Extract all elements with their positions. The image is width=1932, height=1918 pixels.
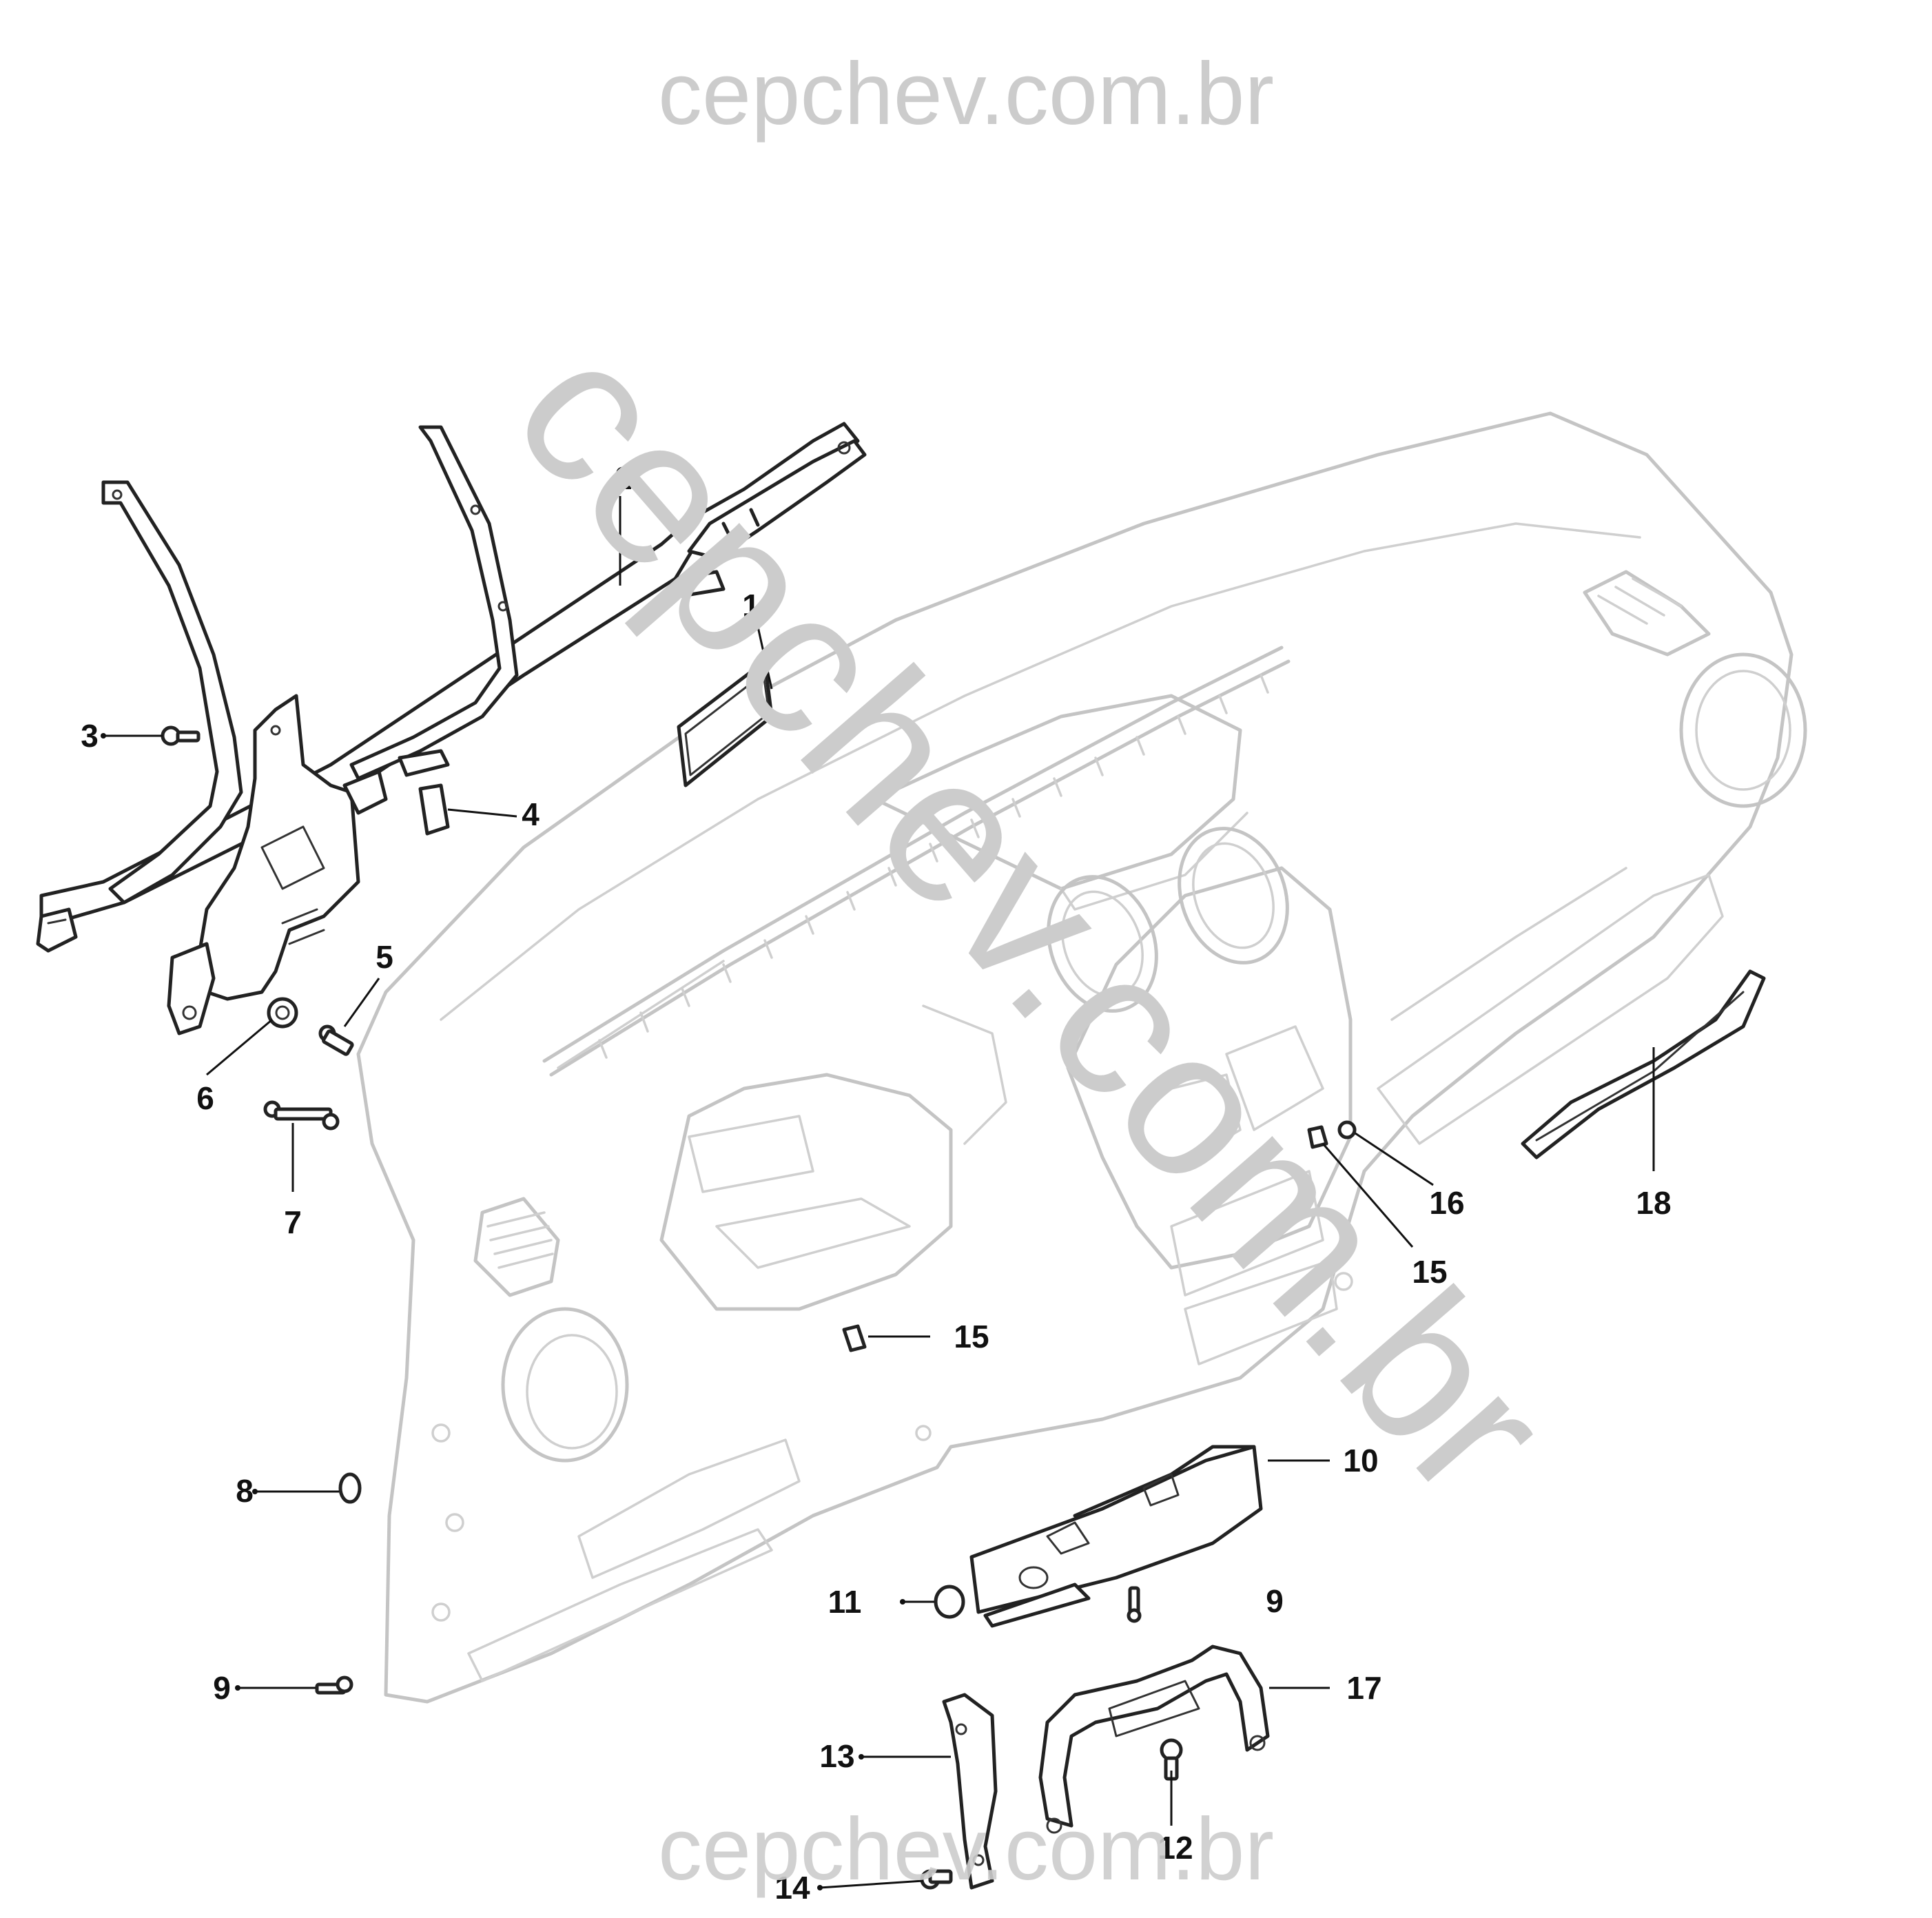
callout-1: 1 <box>742 588 760 623</box>
part-8-plug <box>338 1472 362 1504</box>
part-4-clip-nut <box>418 783 450 836</box>
watermark-bottom: cepchev.com.br <box>658 1800 1274 1899</box>
callout-15-upper: 15 <box>1412 1254 1447 1290</box>
callout-12: 12 <box>1158 1830 1193 1866</box>
callout-5: 5 <box>376 939 393 975</box>
callout-labels: 1 2 3 4 5 6 7 8 9 9 10 11 12 13 14 15 15… <box>81 460 1671 1906</box>
part-9-screw-left <box>315 1675 353 1695</box>
callout-9-left: 9 <box>213 1670 231 1706</box>
watermarks: cepchev.com.br cepchev.com.br cepchev.co… <box>471 45 1593 1899</box>
callout-13: 13 <box>819 1738 854 1774</box>
part-15-clip-upper <box>1307 1125 1328 1149</box>
part-18-trim-strip <box>1521 969 1766 1159</box>
callout-3: 3 <box>81 718 99 754</box>
part-10-bracket <box>969 1445 1263 1628</box>
part-14-bolt <box>920 1869 953 1890</box>
callout-8: 8 <box>236 1473 254 1509</box>
part-3-bolt <box>161 725 201 746</box>
part-1-pad <box>677 659 774 787</box>
leader-lines <box>101 496 1655 1890</box>
callout-6: 6 <box>196 1080 214 1116</box>
callout-4: 4 <box>522 796 539 832</box>
watermark-diagonal: cepchev.com.br <box>471 297 1593 1539</box>
part-6-nut <box>267 997 298 1029</box>
part-15-clip-lower <box>842 1324 867 1352</box>
part-16-bolt <box>1337 1120 1357 1140</box>
callout-16: 16 <box>1429 1185 1464 1221</box>
part-5-stud-bolt <box>318 1024 354 1056</box>
callout-7: 7 <box>284 1204 302 1240</box>
callout-2: 2 <box>615 460 633 496</box>
watermark-top: cepchev.com.br <box>658 45 1274 143</box>
part-17-curved-bracket <box>1038 1644 1270 1834</box>
fasteners <box>161 725 1357 1890</box>
part-11-cap <box>934 1585 965 1619</box>
part-13-side-bracket <box>942 1693 998 1890</box>
cross-car-beam <box>36 422 867 1035</box>
callout-10: 10 <box>1343 1443 1378 1478</box>
part-7-bolt <box>263 1100 340 1131</box>
callout-14: 14 <box>774 1870 810 1906</box>
callout-15-lower: 15 <box>954 1319 989 1354</box>
callout-9-right: 9 <box>1266 1583 1284 1619</box>
callout-18: 18 <box>1636 1185 1671 1221</box>
dashboard-panel <box>356 411 1807 1704</box>
callout-17: 17 <box>1346 1670 1381 1706</box>
callout-11: 11 <box>828 1584 862 1620</box>
part-9-screw-right <box>1127 1586 1142 1623</box>
